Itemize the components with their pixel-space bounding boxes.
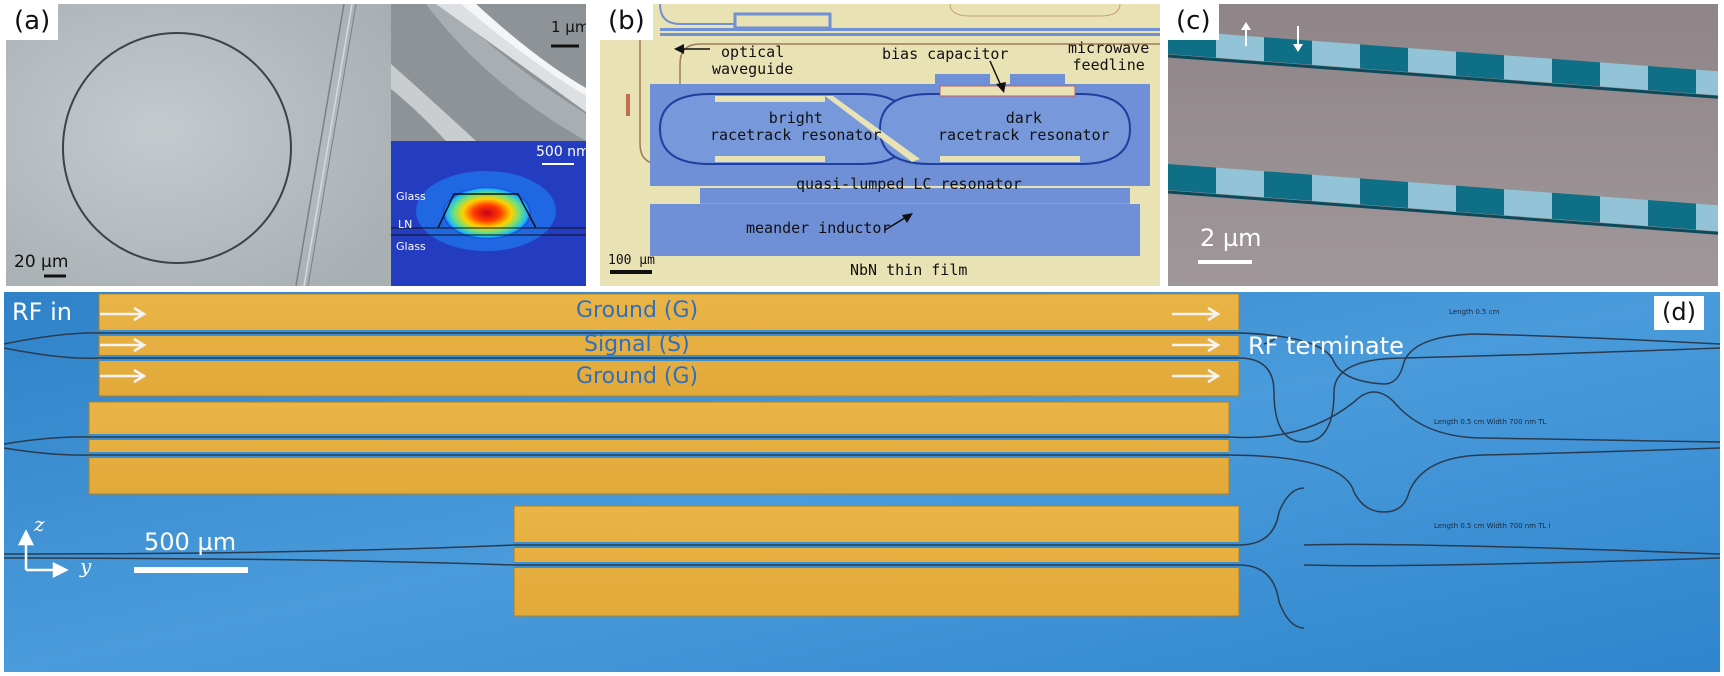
domain-segment [1696,203,1718,232]
layer-label-glass-top: Glass [396,190,426,203]
panel-c-label: (c) [1168,4,1219,40]
scale-bar-d [134,567,248,573]
axis-label-z: z [34,512,45,536]
optical-mode [443,187,531,239]
scale-bar-c [1198,260,1252,264]
domain-segment [1360,44,1408,72]
layer-label-glass-bottom: Glass [396,240,426,253]
panel-a-label: (a) [6,4,59,40]
bus-waveguide-edge [307,4,357,286]
domain-segment [1264,37,1312,65]
chip-text-3: Length 0.5 cm Width 700 nm TL i [1434,522,1551,530]
domain-segment [1600,62,1648,90]
chip-text-2: Length 0.5 cm Width 700 nm TL [1434,418,1547,426]
label-nbn-film: NbN thin film [850,261,968,279]
scale-label-inset-top: 1 µm [551,18,586,36]
panel-d: RF in Ground (G) Signal (S) Ground (G) R… [4,292,1720,672]
rf-direction-arrows [100,306,1221,384]
panel-b-label: (b) [600,4,653,40]
label-ground-top: Ground (G) [576,298,699,323]
ring-resonator [62,32,292,264]
domain-segment [1552,58,1600,87]
domain-segment [1504,189,1552,219]
domain-segment [1504,55,1552,83]
label-meander-inductor: meander inductor [746,219,891,237]
label-rf-terminate: RF terminate [1248,332,1404,360]
bus-waveguide-edge [295,4,345,286]
panel-b-graphic [610,4,1160,274]
domain-segment [1552,192,1600,223]
domain-segment [1312,174,1360,205]
coordinate-axes [17,529,69,579]
domain-segment [1600,196,1648,226]
label-ground-bottom: Ground (G) [576,364,699,389]
bias-capacitor [939,85,1076,97]
scale-label-b: 100 µm [608,253,655,268]
label-bias-capacitor: bias capacitor [882,45,1009,63]
domain-segment [1648,66,1696,94]
electrode-set-bottom [4,487,1720,629]
domain-segment [1216,33,1264,62]
lc-resonator [700,188,1130,204]
panel-c-graphic [1168,4,1718,286]
label-bright-resonator: bright racetrack resonator [710,109,882,144]
label-rf-in: RF in [12,298,72,326]
domain-segment [1168,164,1216,194]
domain-segment [1312,40,1360,69]
label-dark-resonator: dark racetrack resonator [938,109,1110,144]
panel-c: (c) 2 µm [1168,4,1718,286]
domain-segment [1216,167,1264,198]
dark-racetrack [878,93,1132,165]
poled-waveguide-bottom [1168,164,1718,235]
panel-a: (a) 20 µm 1 µm 500 nm Glass LN Glass [6,4,586,286]
sem-background [6,4,391,286]
layer-label-ln: LN [398,218,413,231]
scale-label-main: 20 µm [14,252,69,272]
meander-inductor [650,204,1140,256]
domain-segment [1264,171,1312,201]
chip-text-1: Length 0.5 cm [1449,308,1500,316]
domain-segment [1360,178,1408,208]
label-signal: Signal (S) [584,332,690,357]
panel-d-graphic [4,292,1720,672]
panel-d-label: (d) [1654,296,1704,330]
scale-label-inset-bottom: 500 nm [536,144,586,160]
domain-segment [1696,69,1718,96]
domain-segment [1408,48,1456,76]
label-lc-resonator: quasi-lumped LC resonator [796,175,1022,193]
electrode-set-middle [4,391,1720,513]
domain-segment [1648,200,1696,230]
axis-label-y: y [80,554,92,578]
domain-segment [1408,182,1456,212]
label-optical-waveguide: optical waveguide [712,43,794,78]
domain-segment [1456,51,1504,80]
label-microwave-feedline: microwave feedline [1068,39,1150,74]
electrode-set-top [4,293,1720,443]
bus-waveguide-edge [303,4,353,286]
scale-label-d: 500 µm [144,528,237,556]
scale-label-c: 2 µm [1200,224,1262,252]
panel-b: (b) optical waveguide bias capacitor mic… [600,4,1160,286]
domain-segment [1456,185,1504,216]
panel-a-graphic [6,4,586,286]
